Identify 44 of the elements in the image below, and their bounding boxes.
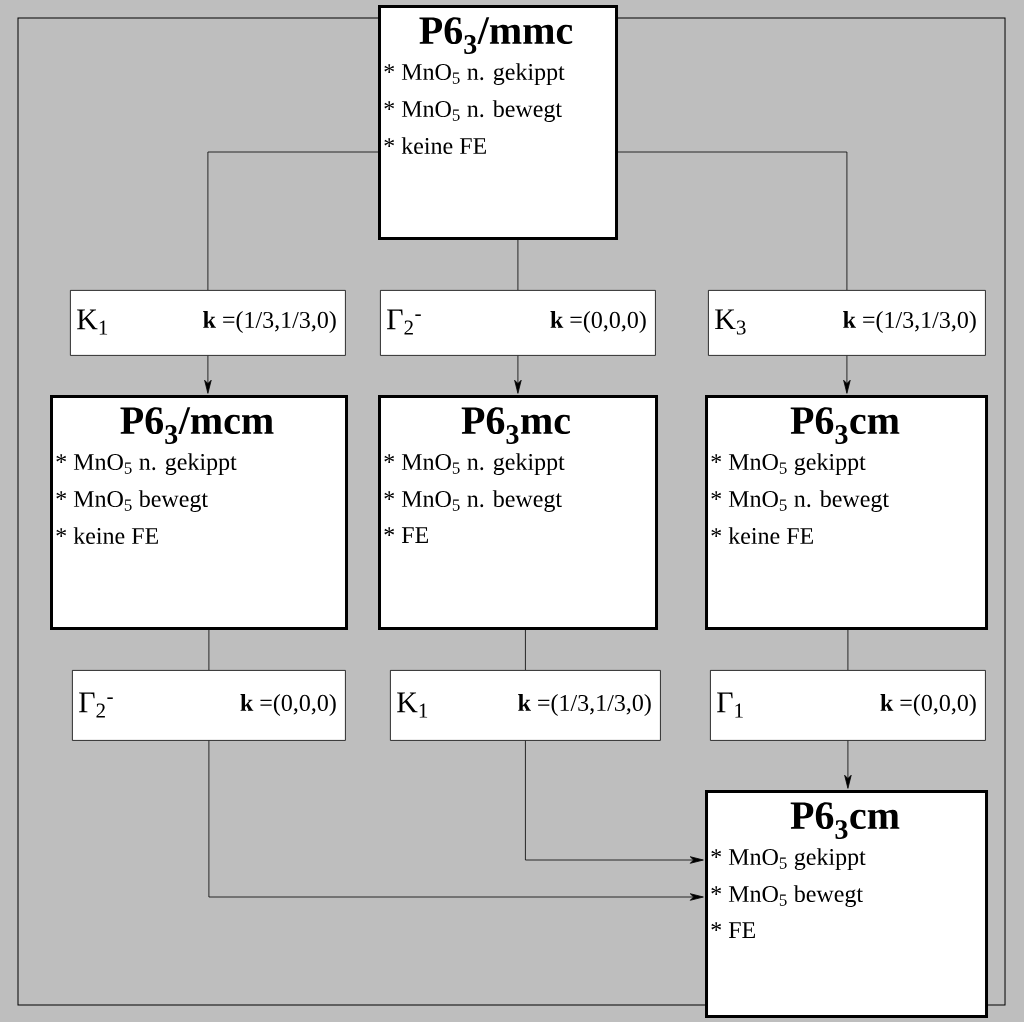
arrow [843,355,851,394]
property-line: * MnO$_{5}$ bewegt [56,490,208,513]
arrow [204,355,212,394]
space-group-label: P6$_{3}$mc [461,407,570,444]
wave-vector-label: k =(0,0,0) [240,694,336,716]
irrep-label: Γ$_{2}$- [79,692,113,718]
property-line: * MnO$_{5}$ n. bewegt [384,100,562,123]
property-line: * MnO$_{5}$ n. bewegt [711,490,889,513]
property-line: * MnO$_{5}$ n. gekippt [384,453,565,476]
property-line: * MnO$_{5}$ bewegt [711,885,863,908]
wave-vector-label: k =(1/3,1/3,0) [203,311,336,333]
space-group-label: P6$_{3}$/mcm [120,407,274,444]
connector-line [207,151,379,291]
arrow [844,740,852,789]
property-line: * keine FE [384,137,486,155]
wave-vector-label: k =(0,0,0) [550,311,646,333]
property-line: * FE [384,527,428,543]
property-line: * MnO$_{5}$ gekippt [711,848,866,871]
connector-line [617,151,848,291]
irrep-label: K$_{1}$ [77,309,108,335]
property-line: * keine FE [56,527,158,545]
arrow [525,740,704,864]
arrow [514,355,522,394]
property-line: * MnO$_{5}$ n. gekippt [56,453,237,476]
wave-vector-label: k =(0,0,0) [880,694,976,716]
connector-line [208,629,210,671]
property-line: * keine FE [711,527,813,545]
space-group-label: P6$_{3}$/mmc [419,17,573,54]
wave-vector-label: k =(1/3,1/3,0) [518,694,651,716]
property-line: * MnO$_{5}$ n. bewegt [384,490,562,513]
irrep-label: Γ$_{1}$ [717,692,743,718]
connector-line [517,239,519,291]
irrep-label: K$_{1}$ [397,692,428,718]
property-line: * FE [711,922,755,938]
property-line: * MnO$_{5}$ gekippt [711,453,866,476]
space-group-label: P6$_{3}$cm [790,407,900,444]
space-group-label: P6$_{3}$cm [790,802,900,839]
property-line: * MnO$_{5}$ n. gekippt [384,63,565,86]
arrow [208,740,704,901]
connector-line [847,629,849,671]
irrep-label: K$_{3}$ [715,309,746,335]
connector-line [525,629,526,671]
wave-vector-label: k =(1/3,1/3,0) [843,311,976,333]
irrep-label: Γ$_{2}$- [387,309,421,335]
